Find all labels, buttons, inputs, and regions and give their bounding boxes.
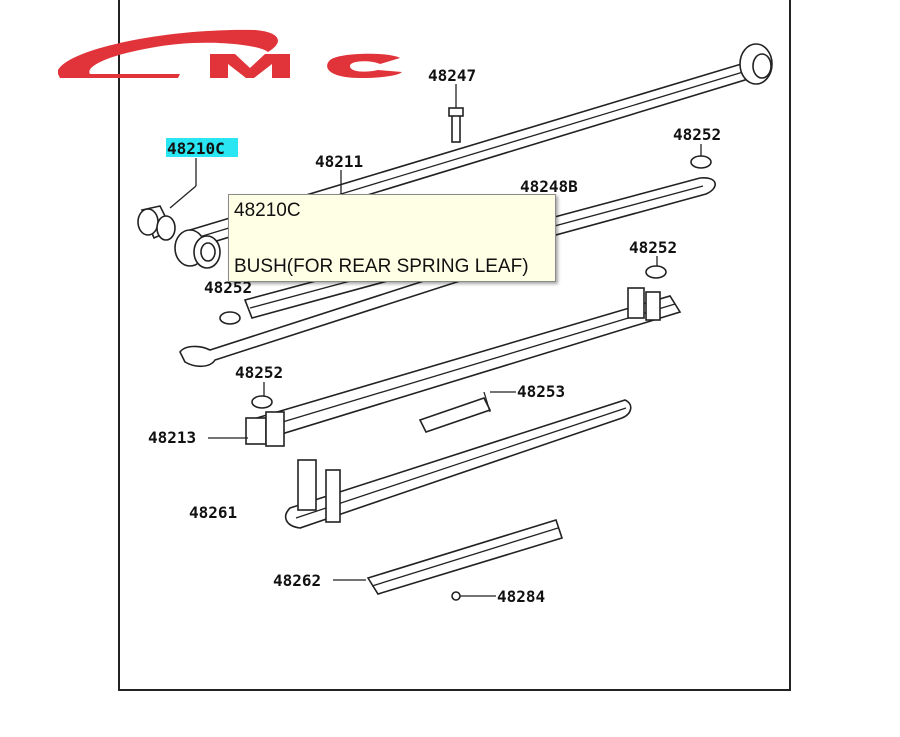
label-48211[interactable]: 48211	[315, 152, 363, 171]
label-48284[interactable]: 48284	[497, 587, 545, 606]
spacer-48252-a[interactable]	[690, 155, 712, 169]
label-48213[interactable]: 48213	[148, 428, 196, 447]
pad-48253[interactable]	[418, 397, 492, 433]
label-48252-b[interactable]: 48252	[629, 238, 677, 257]
tooltip-part-code: 48210C	[234, 200, 301, 221]
bolt-48247[interactable]	[448, 107, 464, 143]
label-48253[interactable]: 48253	[517, 382, 565, 401]
label-48261[interactable]: 48261	[189, 503, 237, 522]
part-highlight	[166, 138, 238, 157]
tooltip-part-description: BUSH(FOR REAR SPRING LEAF)	[234, 256, 529, 277]
leaf-48262[interactable]	[366, 519, 564, 595]
label-48252-c[interactable]: 48252	[204, 278, 252, 297]
label-48210c[interactable]: 48210C	[167, 139, 225, 158]
leader-lines	[169, 84, 702, 597]
omc-logo	[58, 29, 402, 78]
label-48252-a[interactable]: 48252	[673, 125, 721, 144]
label-48262[interactable]: 48262	[273, 571, 321, 590]
nut-48284[interactable]	[451, 591, 461, 601]
spacer-48252-d[interactable]	[251, 395, 273, 409]
leaf-48213[interactable]	[245, 287, 682, 447]
label-48252-d[interactable]: 48252	[235, 363, 283, 382]
label-48248b[interactable]: 48248B	[520, 177, 578, 196]
bush-48210c[interactable]	[137, 205, 221, 269]
spacer-48252-b[interactable]	[645, 265, 667, 279]
part-tooltip: 48210C BUSH(FOR REAR SPRING LEAF)	[228, 194, 556, 282]
diagram-frame	[118, 0, 791, 691]
label-48247[interactable]: 48247	[428, 66, 476, 85]
spacer-48252-c[interactable]	[219, 311, 241, 325]
leaf-48261[interactable]	[284, 399, 632, 529]
